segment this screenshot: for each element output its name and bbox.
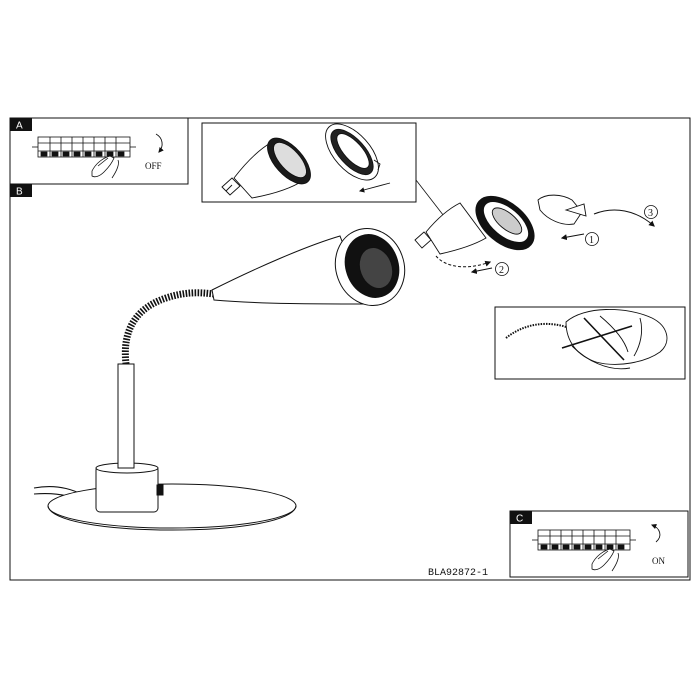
panel-a: A OFF bbox=[9, 117, 189, 185]
detail-arrow-icon bbox=[358, 182, 391, 193]
breaker-panel-a-icon bbox=[32, 136, 136, 158]
lamp-stem bbox=[117, 363, 135, 469]
panel-a-tag-box bbox=[10, 118, 32, 131]
step-3-label: 3 bbox=[648, 208, 653, 219]
clip-part-icon bbox=[537, 194, 587, 225]
lamp-base-icon bbox=[47, 483, 297, 529]
panel-c-tag: C bbox=[516, 514, 523, 525]
hand-c-icon bbox=[591, 548, 619, 572]
panel-a-tag: A bbox=[16, 121, 23, 132]
step-2-rotate-icon bbox=[435, 255, 492, 268]
panel-b-tag: B bbox=[16, 187, 23, 198]
step-1-arrow-icon bbox=[560, 233, 585, 241]
bulb-detail-icon bbox=[221, 123, 381, 199]
gooseneck-icon bbox=[121, 289, 215, 365]
panel-b-tag-box bbox=[10, 184, 32, 197]
cross-out-icon bbox=[561, 317, 633, 361]
covered-shade-icon bbox=[565, 309, 668, 370]
step-2-circle bbox=[495, 262, 509, 276]
step-2-label: 2 bbox=[499, 265, 504, 276]
step-2-arrow-icon bbox=[470, 267, 493, 275]
panel-c: C ON bbox=[509, 510, 689, 578]
outer-frame bbox=[9, 117, 691, 581]
step-1-circle bbox=[585, 232, 599, 246]
breaker-panel-c-icon bbox=[532, 529, 636, 551]
step-1-label: 1 bbox=[589, 235, 594, 246]
switch-on-arrow-icon bbox=[650, 523, 661, 543]
switch-off-arrow-icon bbox=[155, 133, 164, 153]
panel-b: B bbox=[10, 184, 32, 198]
lamp-shade-icon bbox=[211, 228, 406, 306]
step-3-arrow-icon bbox=[593, 209, 655, 227]
reflector-bulb-icon bbox=[414, 195, 535, 255]
panel-a-switch-label: OFF bbox=[145, 161, 162, 171]
panel-c-tag-box bbox=[510, 511, 532, 524]
drawing-code: BLA92872-1 bbox=[428, 568, 488, 579]
hand-a-icon bbox=[91, 155, 119, 179]
warning-box bbox=[494, 306, 686, 380]
step-3-circle bbox=[644, 205, 658, 219]
panel-c-switch-label: ON bbox=[652, 556, 665, 566]
lamp-switch-icon bbox=[156, 484, 164, 496]
panel-a-frame bbox=[9, 117, 189, 185]
bulb-parts bbox=[414, 194, 587, 255]
desk-lamp bbox=[33, 228, 406, 531]
detail-leader-line bbox=[415, 179, 448, 221]
bulb-detail-box bbox=[201, 122, 417, 203]
